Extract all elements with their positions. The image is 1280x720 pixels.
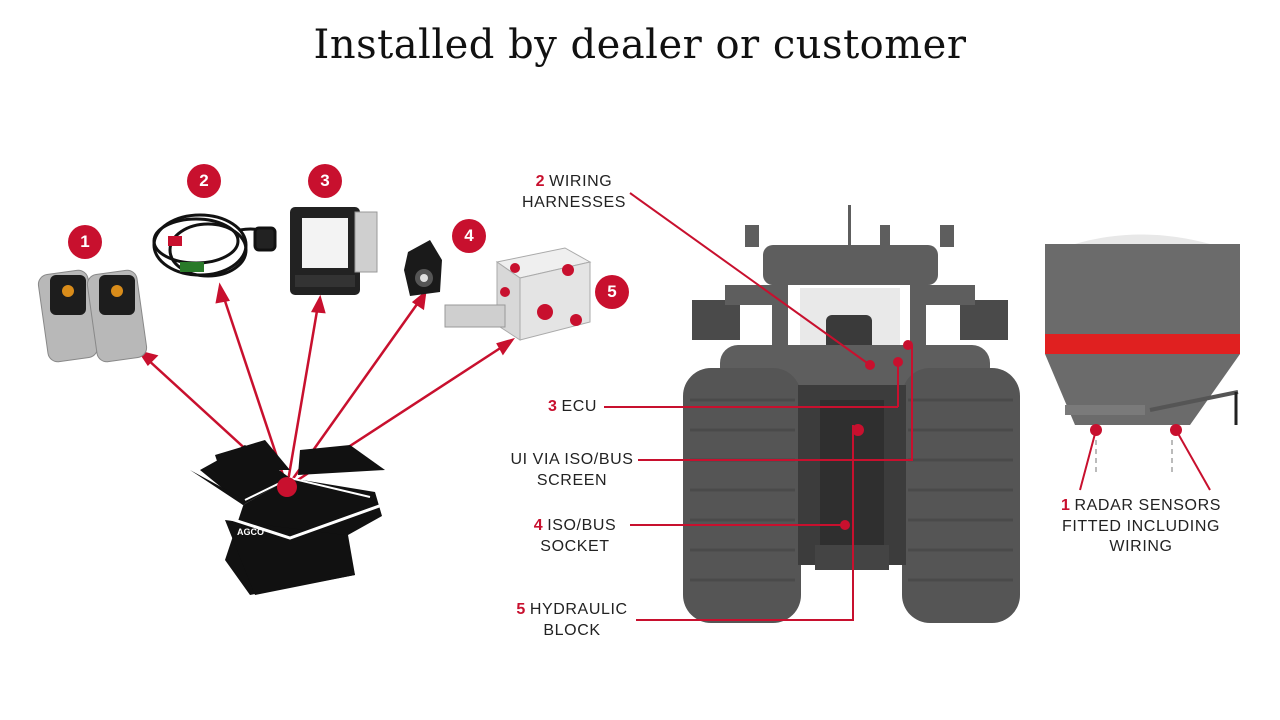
isobus-socket-image — [404, 240, 442, 296]
callout-text: UI VIA ISO/BUS — [510, 451, 634, 468]
badge-2: 2 — [187, 164, 221, 198]
hydraulic-block-image — [444, 247, 592, 341]
callout-number: 1 — [1061, 497, 1071, 514]
callout-text: WIRING — [1109, 538, 1173, 555]
spreader-hopper — [1045, 234, 1240, 475]
callout-ui-screen: UI VIA ISO/BUS SCREEN — [508, 450, 636, 491]
callout-text: ISO/BUS — [547, 517, 617, 534]
badge-1: 1 — [68, 225, 102, 259]
callout-text: WIRING — [549, 173, 613, 190]
callout-text: RADAR SENSORS — [1074, 497, 1221, 514]
callout-text: SOCKET — [540, 537, 610, 555]
radar-sensors-image — [37, 269, 148, 363]
callout-text: SCREEN — [536, 471, 608, 489]
badge-3: 3 — [308, 164, 342, 198]
ecu-image — [290, 207, 378, 295]
callout-text: HYDRAULIC — [529, 601, 628, 618]
callout-number: 2 — [535, 173, 546, 190]
callout-leaders — [604, 192, 1211, 621]
callout-text: HARNESSES — [521, 193, 627, 211]
callout-number: 5 — [516, 601, 526, 618]
page-title: Installed by dealer or customer — [313, 22, 967, 68]
callout-number: 4 — [533, 517, 544, 534]
callout-text: FITTED INCLUDING — [1061, 517, 1221, 535]
box-logo: AGCO — [237, 527, 264, 537]
parts-box: AGCO — [190, 440, 385, 595]
wiring-harness-image — [152, 213, 277, 278]
callout-text: BLOCK — [543, 621, 601, 639]
callout-number: 3 — [548, 398, 558, 415]
badge-4: 4 — [452, 219, 486, 253]
callout-dots — [840, 340, 1182, 530]
callout-text: ECU — [561, 398, 598, 415]
badge-5: 5 — [595, 275, 629, 309]
